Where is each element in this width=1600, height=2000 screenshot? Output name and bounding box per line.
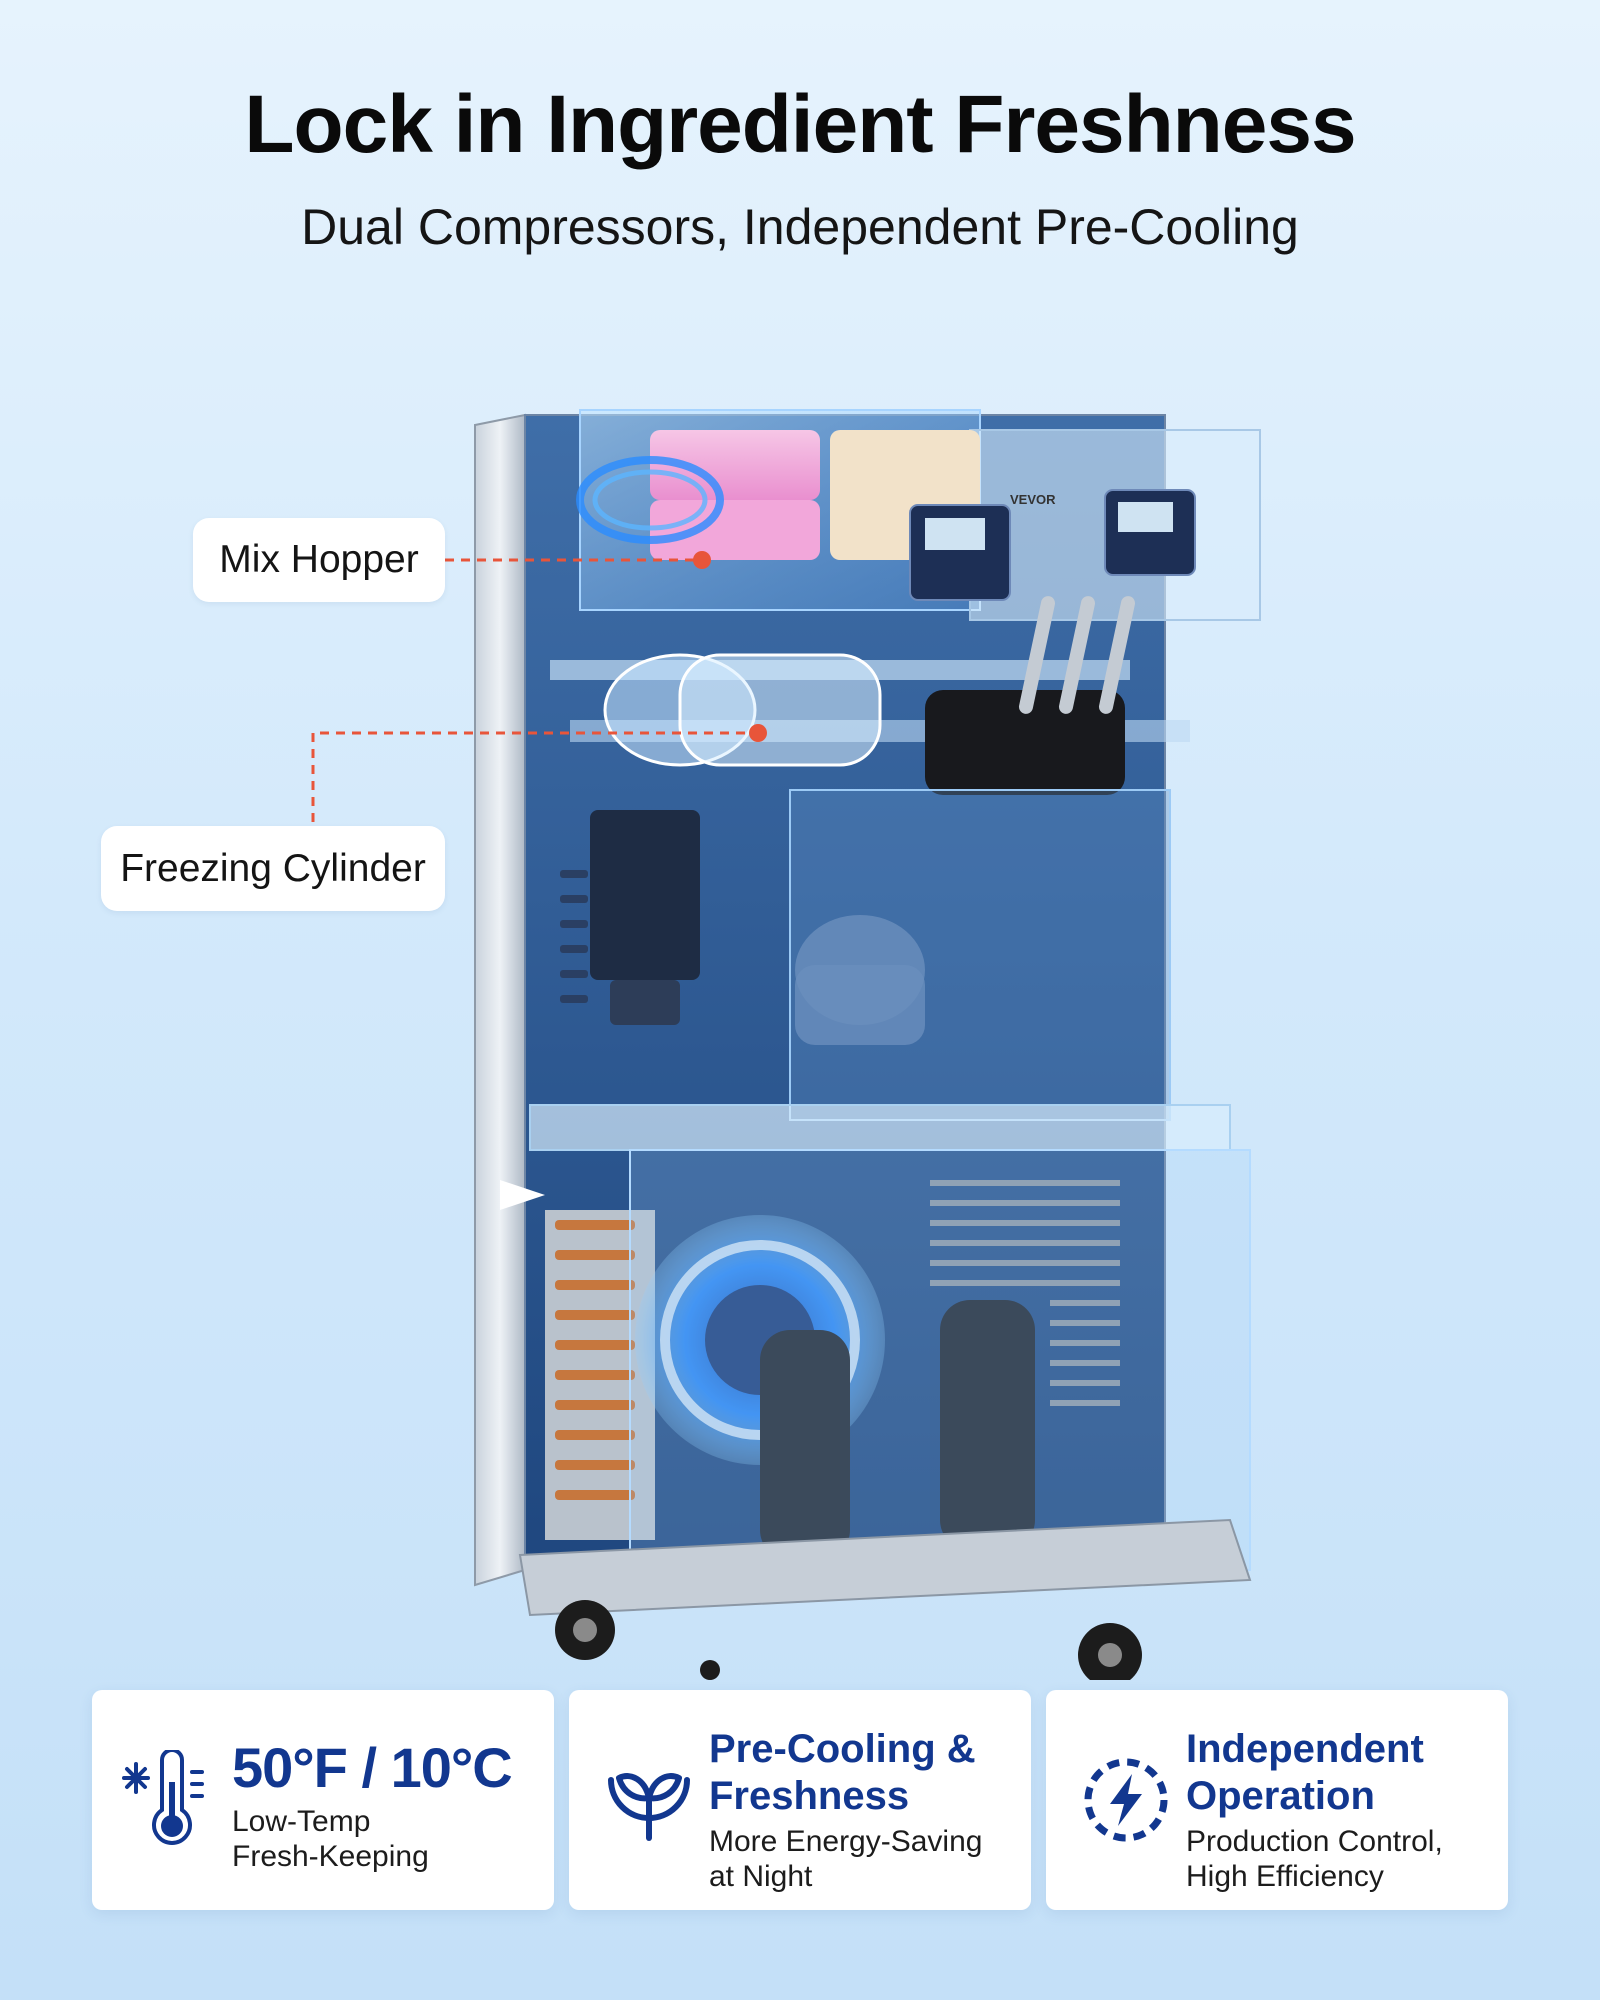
feature-heading: Independent Operation [1186, 1727, 1424, 1818]
feature-subtext: Low-Temp Fresh-Keeping [232, 1805, 429, 1873]
callout-freezing-cylinder: Freezing Cylinder [101, 826, 445, 911]
feature-card-precooling: Pre-Cooling & Freshness More Energy-Savi… [569, 1690, 1031, 1910]
feature-subtext: Production Control, High Efficiency [1186, 1825, 1443, 1893]
feature-heading: Pre-Cooling & Freshness [709, 1727, 976, 1818]
thermometer-snowflake-icon [122, 1750, 204, 1845]
lightning-cycle-icon [1084, 1758, 1168, 1842]
feature-card-independent: Independent Operation Production Control… [1046, 1690, 1508, 1910]
page-title: Lock in Ingredient Freshness [244, 79, 1356, 170]
ice-cream-machine-illustration: VEVOR [474, 409, 1261, 1680]
page-subtitle: Dual Compressors, Independent Pre-Coolin… [301, 199, 1299, 255]
brand-label: VEVOR [1010, 492, 1056, 507]
feature-heading: 50°F / 10°C [232, 1736, 513, 1799]
feature-card-temperature: 50°F / 10°C Low-Temp Fresh-Keeping [92, 1690, 554, 1910]
leaf-sprout-icon [608, 1773, 690, 1841]
feature-subtext: More Energy-Saving at Night [709, 1825, 983, 1893]
callout-mix-hopper: Mix Hopper [193, 518, 445, 602]
